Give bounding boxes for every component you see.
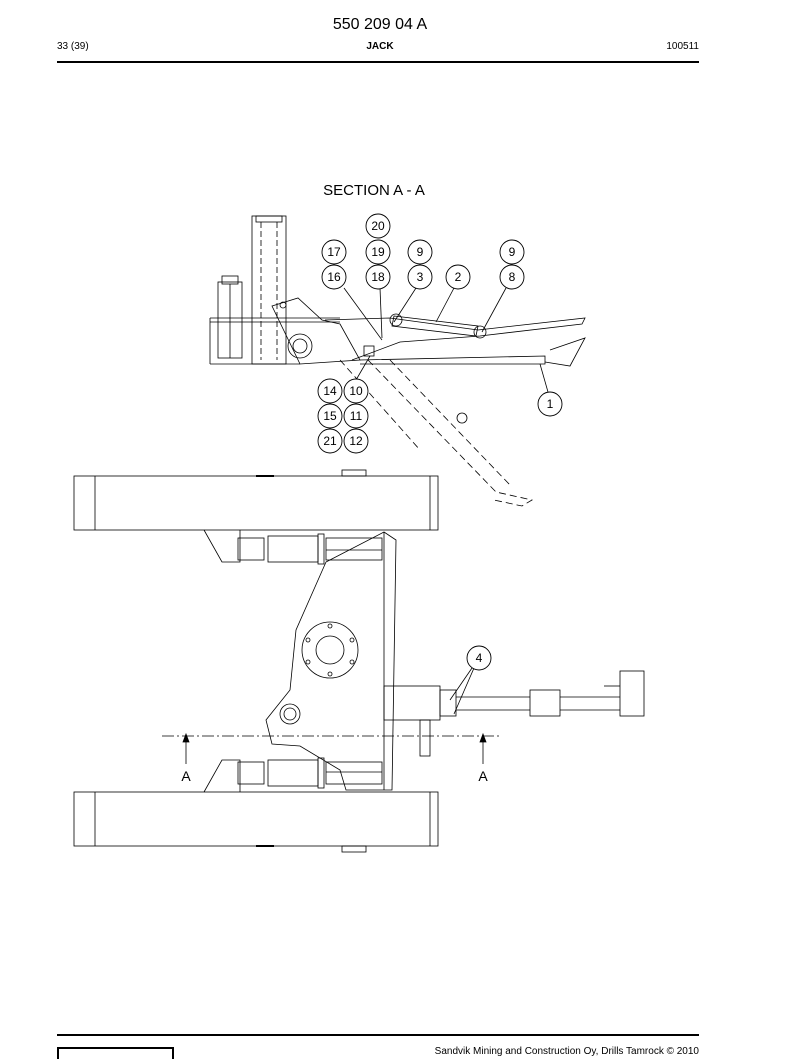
callout-8: 8 (509, 270, 516, 284)
section-title: SECTION A - A (323, 182, 425, 199)
header-rule (57, 61, 699, 63)
page-number: 33 (39) (57, 41, 89, 52)
callout-10: 10 (349, 384, 363, 398)
callout-9-right: 9 (509, 245, 516, 259)
callout-2: 2 (455, 270, 462, 284)
document-title: JACK (366, 41, 394, 52)
callout-19: 19 (371, 245, 385, 259)
document-number: 550 209 04 A (332, 16, 428, 33)
callout-15: 15 (323, 409, 337, 423)
callout-3: 3 (417, 270, 424, 284)
callout-20: 20 (371, 219, 385, 233)
footer-rule (57, 1034, 699, 1036)
callout-14: 14 (323, 384, 337, 398)
callout-16: 16 (327, 270, 341, 284)
callout-1: 1 (547, 397, 554, 411)
callout-12: 12 (349, 434, 363, 448)
callout-9: 9 (417, 245, 424, 259)
section-mark-left: A (181, 768, 191, 784)
footer-copyright: Sandvik Mining and Construction Oy, Dril… (434, 1046, 699, 1057)
callout-4: 4 (476, 651, 483, 665)
section-mark-right: A (478, 768, 488, 784)
sandvik-logo (57, 1047, 174, 1059)
document-date: 100511 (666, 41, 699, 52)
callout-11: 11 (350, 409, 363, 423)
callout-21: 21 (323, 434, 337, 448)
callout-18: 18 (371, 270, 385, 284)
callout-17: 17 (327, 245, 341, 259)
